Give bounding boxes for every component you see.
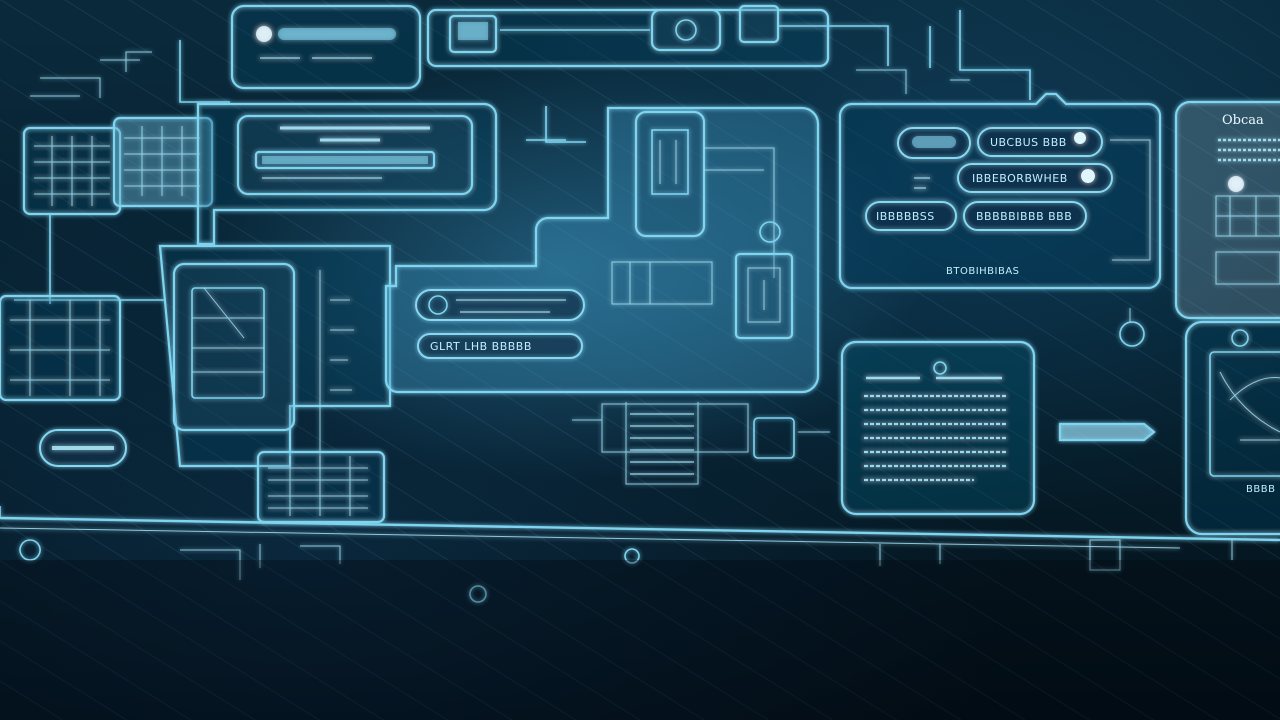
pill-1-label: UBCBUS BBB [990, 136, 1067, 149]
top-connector-traces [100, 4, 1031, 103]
bottom-vignette [0, 560, 1280, 720]
center-pill-label: GLRT LHB BBBBB [430, 340, 532, 353]
circuit-block-left [0, 294, 127, 561]
pill-3-label: IBBBBBSS [876, 210, 935, 223]
corner-title: Obcaa [1222, 113, 1264, 128]
central-panel [384, 106, 820, 394]
right-control-panel [838, 92, 1162, 290]
far-right-column [1119, 100, 1280, 536]
pill-button-2[interactable] [957, 163, 1113, 193]
top-status-panel [230, 4, 422, 90]
lower-instruments [180, 402, 1233, 603]
center-label-pill [417, 333, 583, 359]
pill-4-label: BBBBBIBBB BBB [976, 210, 1072, 223]
document-panel [840, 340, 1156, 516]
terminal-board [256, 450, 386, 524]
top-device-strip [426, 8, 830, 68]
pill-2-label: IBBEBORBWHEB [972, 172, 1068, 185]
pill-button-3[interactable] [865, 201, 957, 231]
corner-footer-label: BBBB [1246, 484, 1275, 495]
panel-footer-label: BTOBIHBIBAS [946, 266, 1020, 277]
center-capsule [415, 289, 585, 321]
pill-button-4[interactable] [963, 201, 1087, 231]
schematic-column [158, 244, 392, 524]
pill-button-1[interactable] [977, 127, 1103, 157]
form-panel [196, 102, 498, 246]
baseline-rails [0, 516, 1280, 549]
